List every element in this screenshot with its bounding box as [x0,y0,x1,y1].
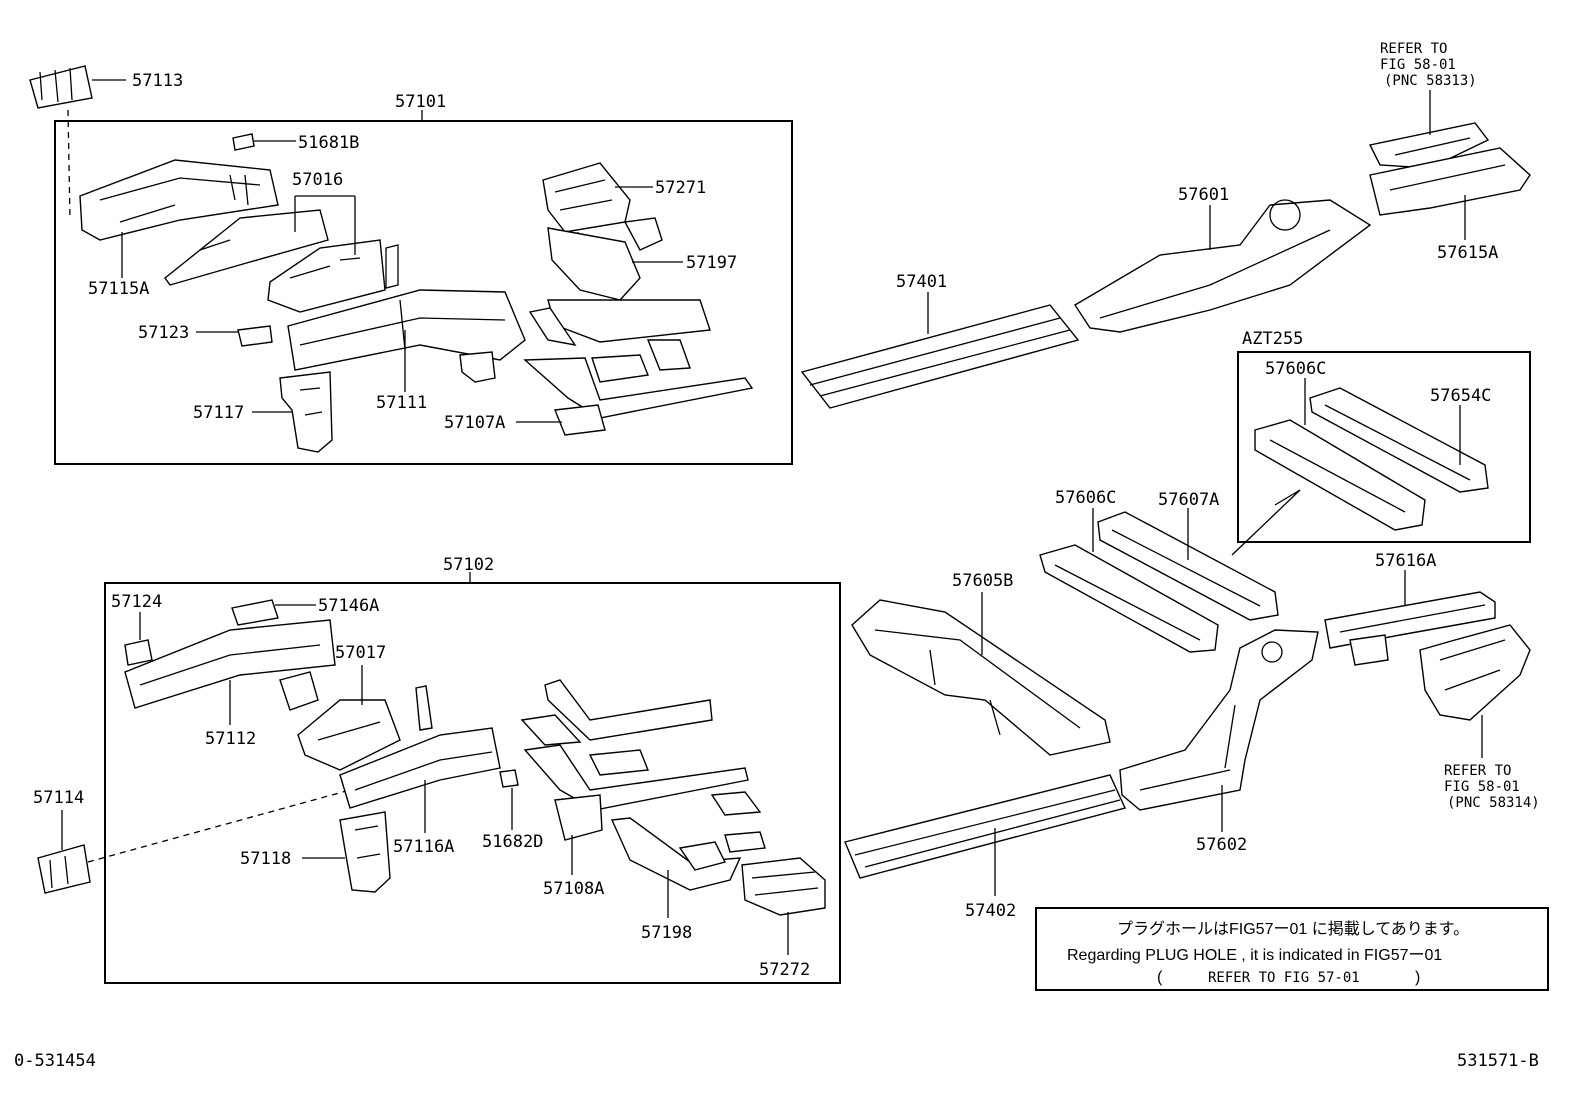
part-57123-shape [237,325,273,347]
label-57111: 57111 [376,393,427,413]
refer-bottom-line3: (PNC 58314) [1447,795,1540,811]
label-57016: 57016 [292,170,343,190]
part-57016-shape [164,209,386,313]
part-lower-floor-shape [520,679,762,816]
part-57116A-shape [339,727,501,809]
part-57111-shape [287,244,526,371]
label-57198: 57198 [641,923,692,943]
part-51682D-shape [499,769,519,788]
group-label-57102: 57102 [443,555,494,575]
label-57402: 57402 [965,901,1016,921]
label-51681B: 51681B [298,133,359,153]
part-57114-shape [37,844,91,894]
part-azt255-57606C-shape [1254,419,1426,531]
part-57605B-shape [851,599,1111,756]
label-57124: 57124 [111,592,162,612]
refer-top-line2: FIG 58-01 [1380,57,1456,73]
label-57146A: 57146A [318,596,379,616]
part-51681B-shape [232,133,255,151]
note-refer: REFER TO FIG 57-01 [1208,970,1360,986]
part-57616A-shape [1324,591,1496,666]
part-57112-shape [124,619,336,709]
part-57115A-shape [79,159,279,241]
label-57602: 57602 [1196,835,1247,855]
part-57606C-shape [1039,544,1219,653]
label-57272: 57272 [759,960,810,980]
part-57654C-shape [1309,387,1489,493]
part-57117-shape [279,371,333,453]
plug-hole-note-box [1035,907,1549,991]
part-57124-shape [124,639,153,666]
part-57017-shape [279,671,401,771]
part-strip-shape [415,685,433,731]
group-label-57101: 57101 [395,92,446,112]
label-57116A: 57116A [393,837,454,857]
group-box-57102 [104,582,841,984]
note-japanese: プラグホールはFIG57ー01 に掲載してあります。 [1117,920,1469,938]
note-paren-close: ) [1415,969,1420,986]
label-57113: 57113 [132,71,183,91]
part-57601-shape [1074,199,1372,333]
part-58314-ref-shape [1419,624,1531,721]
label-57401: 57401 [896,272,947,292]
part-bracket-mid-shape [459,351,496,383]
part-57402-shape [844,774,1126,879]
label-57108A: 57108A [543,879,604,899]
label-57197: 57197 [686,253,737,273]
group-box-57101 [54,120,793,465]
footer-right-code: 531571-B [1457,1051,1539,1071]
part-58313-ref-shape [1368,122,1490,169]
label-57017: 57017 [335,643,386,663]
part-57615A-shape [1369,147,1531,216]
part-57602-shape [1119,629,1319,811]
part-57118-shape [339,811,391,893]
label-57606C: 57606C [1055,488,1116,508]
label-57118: 57118 [240,849,291,869]
note-paren-open: ( [1157,969,1163,986]
label-57123: 57123 [138,323,189,343]
refer-bottom-line2: FIG 58-01 [1444,779,1520,795]
label-57605B: 57605B [952,571,1013,591]
refer-top-line1: REFER TO [1380,41,1447,57]
label-57112: 57112 [205,729,256,749]
part-57146A-shape [231,599,279,626]
label-57607A: 57607A [1158,490,1219,510]
label-57606C-azt: 57606C [1265,359,1326,379]
label-51682D: 51682D [482,832,543,852]
part-57197-shape [547,217,663,301]
part-57272-shape [724,831,826,916]
label-57117: 57117 [193,403,244,423]
label-57615A: 57615A [1437,243,1498,263]
label-57107A: 57107A [444,413,505,433]
part-57607A-shape [1097,511,1279,621]
part-57108A-shape [554,794,603,841]
part-57113-shape [29,65,93,109]
label-57654C: 57654C [1430,386,1491,406]
label-57616A: 57616A [1375,551,1436,571]
label-57115A: 57115A [88,279,149,299]
label-57601: 57601 [1178,185,1229,205]
part-57271-shape [542,162,631,233]
group-label-azt255: AZT255 [1242,329,1303,349]
refer-top-line3: (PNC 58313) [1384,73,1477,89]
part-57198-shape [610,817,742,891]
label-57271: 57271 [655,178,706,198]
label-57114: 57114 [33,788,84,808]
refer-bottom-line1: REFER TO [1444,763,1511,779]
part-57107A-shape [523,299,754,436]
note-english: Regarding PLUG HOLE , it is indicated in… [1067,947,1442,964]
footer-left-code: 0-531454 [14,1051,96,1071]
part-57401-shape [800,304,1080,409]
group-box-azt255 [1237,351,1531,543]
